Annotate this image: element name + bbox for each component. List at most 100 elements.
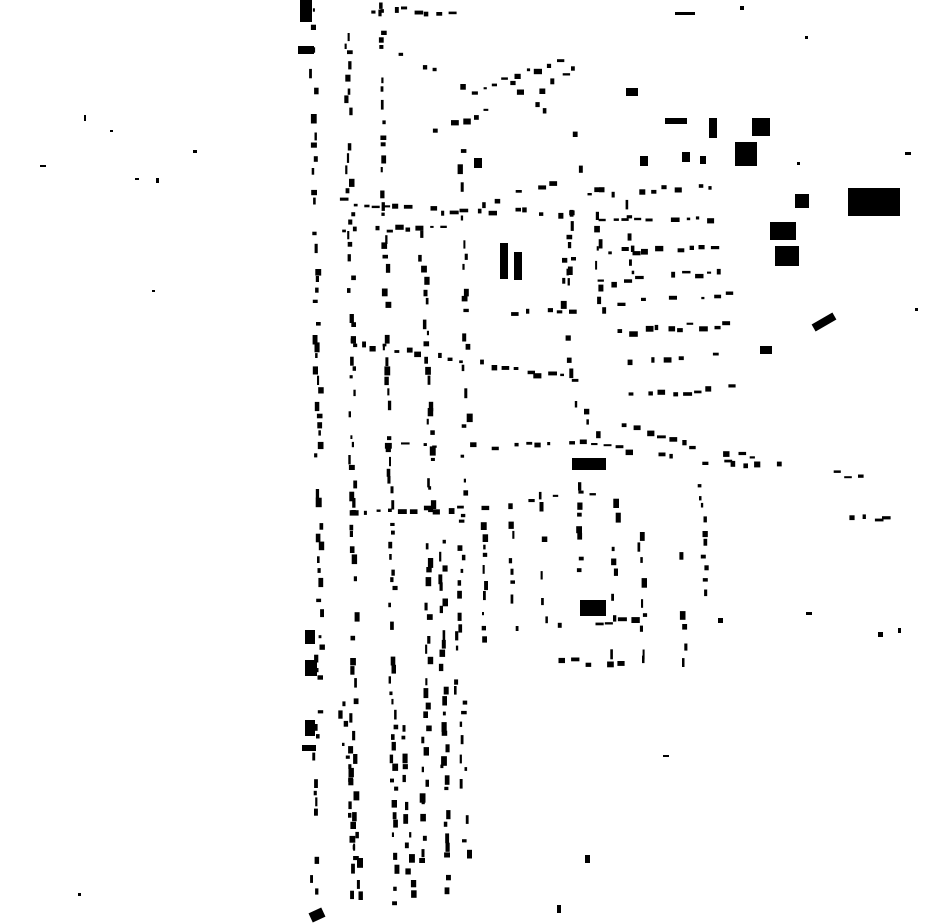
building [483, 591, 486, 601]
building [844, 476, 852, 479]
building [482, 534, 489, 542]
building [458, 519, 465, 523]
building [522, 207, 527, 213]
building [345, 165, 348, 175]
building [833, 470, 841, 473]
building [629, 331, 638, 337]
building [380, 190, 385, 199]
building [617, 302, 626, 306]
building [464, 253, 468, 260]
building [312, 335, 318, 345]
building [722, 321, 731, 326]
building [630, 245, 635, 252]
building [312, 299, 318, 303]
building [710, 246, 720, 250]
building [454, 686, 457, 695]
building [353, 480, 358, 489]
building [510, 568, 514, 575]
building [392, 901, 397, 906]
building [566, 268, 569, 276]
building [665, 118, 687, 124]
building [425, 644, 428, 654]
building [320, 609, 324, 618]
building [440, 764, 444, 769]
building [426, 614, 433, 620]
building [451, 120, 459, 126]
building [703, 538, 708, 546]
building [389, 754, 394, 764]
building [387, 388, 390, 396]
building [629, 259, 632, 266]
building [389, 554, 392, 560]
building [461, 710, 467, 715]
building [305, 630, 315, 644]
building [352, 366, 356, 371]
building [385, 357, 389, 367]
building [319, 644, 325, 650]
building [369, 346, 376, 352]
building [621, 423, 627, 428]
building [314, 856, 320, 864]
building [397, 509, 407, 514]
building [351, 322, 356, 327]
building [403, 204, 413, 209]
building [516, 89, 524, 95]
building [642, 613, 648, 617]
building [459, 360, 463, 364]
building [463, 240, 466, 249]
building [571, 257, 576, 261]
building [539, 88, 546, 94]
building [463, 288, 469, 297]
building [315, 489, 320, 499]
building [390, 621, 394, 630]
building [642, 649, 645, 660]
building [423, 711, 428, 718]
building [349, 491, 355, 502]
building [390, 486, 394, 494]
building [632, 251, 641, 256]
building [446, 874, 451, 881]
building [315, 533, 321, 543]
building [351, 212, 356, 217]
building [682, 152, 690, 162]
building [441, 730, 448, 736]
building [482, 636, 487, 643]
building [390, 778, 394, 783]
building [482, 565, 485, 574]
building [457, 545, 463, 551]
building [461, 295, 468, 302]
building [461, 554, 466, 561]
building [533, 68, 542, 75]
building [391, 741, 396, 751]
building [465, 815, 469, 824]
building [714, 294, 722, 299]
building [351, 441, 354, 448]
building [391, 500, 395, 510]
building [78, 893, 81, 896]
building [393, 724, 399, 730]
building [651, 357, 655, 363]
building [898, 628, 901, 633]
building [345, 74, 351, 82]
building [394, 350, 400, 353]
building [668, 326, 676, 332]
building [442, 711, 446, 716]
building [403, 814, 409, 824]
building [349, 546, 355, 553]
building [723, 451, 730, 457]
building [349, 835, 356, 843]
building [438, 663, 444, 672]
building [445, 833, 450, 844]
building [578, 165, 583, 173]
building [458, 624, 463, 633]
building [347, 254, 351, 262]
building [603, 444, 612, 447]
building [610, 649, 613, 660]
building [510, 594, 514, 604]
building [423, 688, 429, 699]
building [430, 457, 435, 461]
building [677, 248, 685, 253]
building [319, 523, 324, 530]
building [318, 387, 324, 394]
building [352, 845, 356, 850]
